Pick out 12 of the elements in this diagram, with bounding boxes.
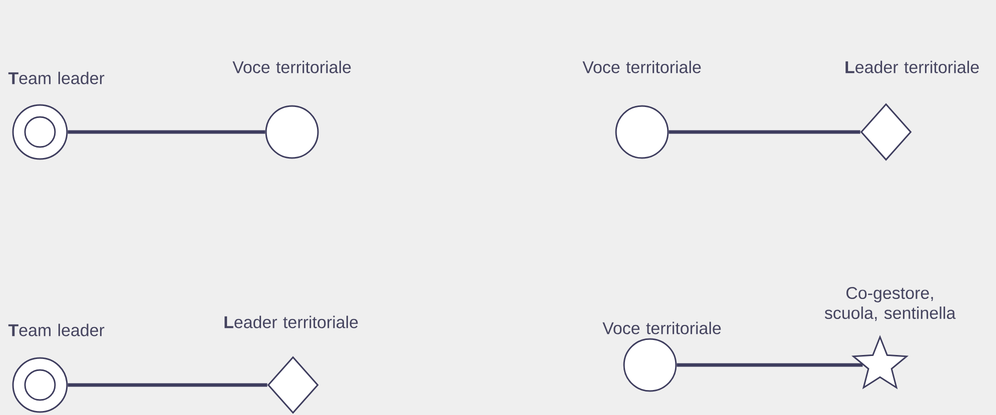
connector-line (668, 130, 860, 134)
node-caption: Voce territoriale (232, 60, 351, 74)
connector-line (68, 130, 266, 134)
connector-line (676, 363, 863, 367)
node-caption: Team leader (8, 72, 104, 84)
node-caption: Team leader (8, 324, 104, 336)
connector-line (68, 383, 268, 387)
node-caption: Voce territoriale (602, 322, 721, 334)
node-caption: Co-gestore, scuola, sentinella (824, 286, 956, 322)
node-caption: Voce territoriale (582, 60, 701, 74)
node-caption: Leader territoriale (846, 60, 979, 74)
node-caption: Leader territoriale (224, 316, 358, 328)
